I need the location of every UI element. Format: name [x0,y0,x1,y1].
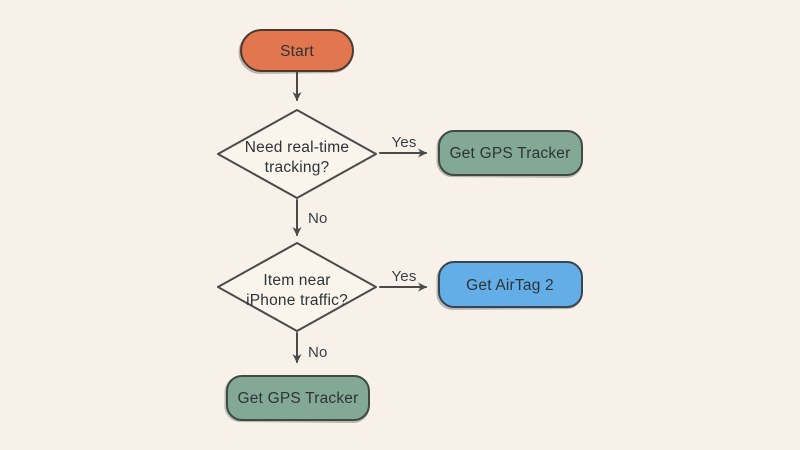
gps-bottom-shape [227,376,369,420]
node-gps-tracker-bottom: Get GPS Tracker [224,375,370,423]
edge-label-no-bottom: No [308,344,328,361]
start-shape [241,30,353,71]
gps-top-shape [439,131,582,175]
gps-bottom-label: Get GPS Tracker [237,390,358,407]
airtag-label: Get AirTag 2 [466,277,554,294]
decision1-outline [217,109,377,199]
start-label: Start [280,43,314,60]
node-airtag: Get AirTag 2 [436,261,583,310]
edge-label-yes-top: Yes [391,134,416,151]
node-decision-realtime: Need real-time tracking? [217,109,377,199]
edges [292,71,427,363]
edge-labels: Yes No Yes No [308,134,416,361]
node-decision-iphone: Item near iPhone traffic? [217,242,377,332]
airtag-shape [439,262,582,307]
decision2-outline [217,242,377,332]
start-outline [240,29,354,72]
decision2-label-line2: iPhone traffic? [246,292,348,309]
gps-top-outline [438,130,583,176]
node-start: Start [238,29,354,74]
gps-bottom-outline [226,375,370,421]
airtag-outline [438,261,583,308]
decision1-label-line1: Need real-time [245,139,349,156]
gps-top-label: Get GPS Tracker [449,145,570,162]
decision2-label-line1: Item near [263,272,330,289]
node-gps-tracker-top: Get GPS Tracker [436,130,583,178]
edge-label-no-top: No [308,210,328,227]
edge-label-yes-bottom: Yes [391,268,416,285]
decision1-label-line2: tracking? [265,159,330,176]
